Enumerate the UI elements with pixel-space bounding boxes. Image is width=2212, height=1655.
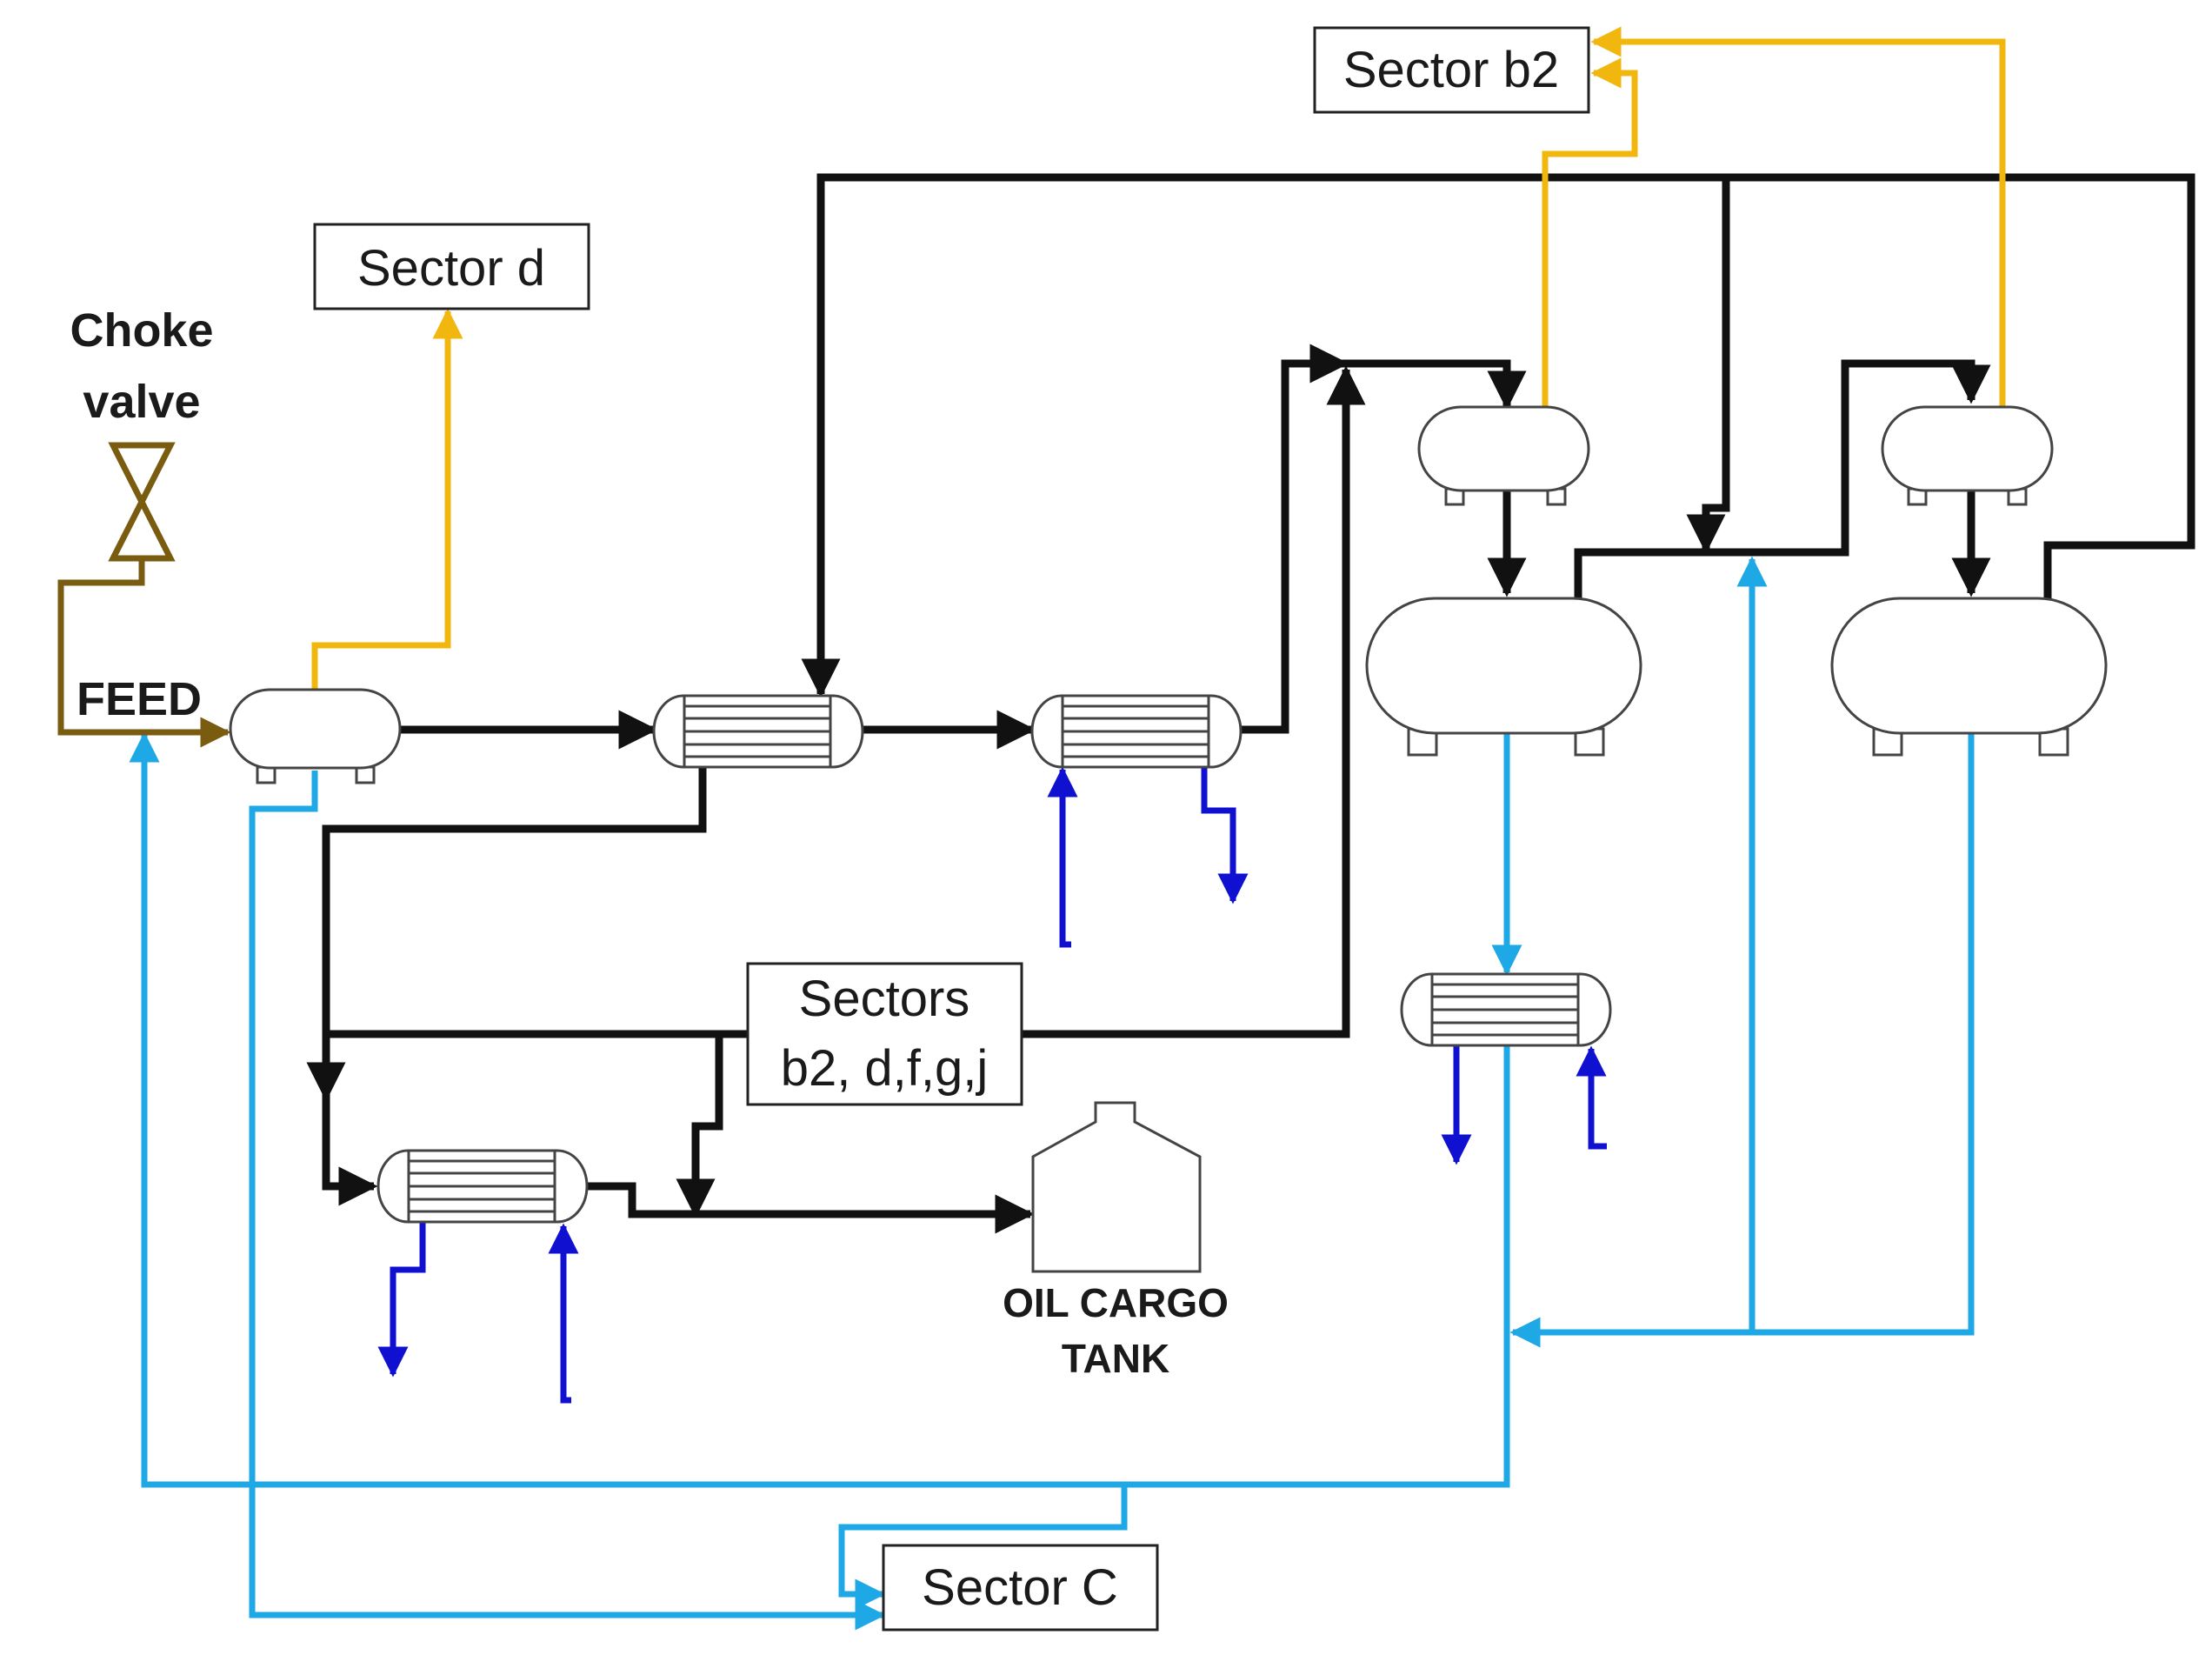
- water-large2-return: [1509, 732, 1975, 1348]
- sector-d-box: Sector d: [313, 223, 590, 310]
- sectors-label-line1: Sectors: [799, 971, 970, 1027]
- gas-sep2-to-sector-b2: [1542, 57, 1638, 409]
- tank-label-line2: TANK: [1062, 1336, 1169, 1381]
- line-large2-recycle-top: [801, 173, 2195, 698]
- tank-label-line1: OIL CARGO: [1003, 1280, 1229, 1325]
- choke-valve-label-line2: valve: [83, 376, 200, 428]
- feed-label: FEED: [77, 673, 202, 725]
- cooling-hx2-in: [1047, 766, 1078, 948]
- line-hx3-to-tank: [587, 1182, 1035, 1234]
- sector-c-label: Sector C: [922, 1559, 1118, 1616]
- sectors-label-line2: b2, d,f,g,j: [781, 1040, 989, 1097]
- line-sectors-right-riser: [1023, 365, 1366, 1038]
- choke-valve-icon: [108, 442, 176, 562]
- line-header-to-sep2: [1339, 359, 1527, 410]
- sector-b2-box: Sector b2: [1313, 26, 1590, 114]
- gas-sep3-to-sector-b2: [1590, 26, 2006, 409]
- large-separator-2: [1830, 597, 2108, 757]
- line-large1-to-sep3: [1574, 359, 1991, 598]
- sector-c-box: Sector C: [882, 1544, 1159, 1632]
- separator-2: [1417, 405, 1590, 506]
- gas-sep1-to-sector-d: [311, 308, 463, 692]
- separator-1: [229, 688, 402, 784]
- cooling-hx2-out: [1201, 767, 1249, 904]
- sector-d-label: Sector d: [357, 240, 545, 297]
- cooling-hx3-out: [377, 1223, 426, 1378]
- feed-line: [57, 558, 231, 748]
- line-hx1-to-hx3: [306, 763, 707, 1102]
- separator-3: [1881, 405, 2054, 506]
- large-separator-1: [1365, 597, 1642, 757]
- choke-valve-label-line1: Choke: [70, 304, 213, 357]
- water-hx4-to-feed-recycle: [129, 731, 1510, 1488]
- cooling-hx3-in: [548, 1223, 579, 1404]
- hydrocarbon-lines: [306, 173, 2195, 1234]
- water-to-sector-c-upper: [838, 1485, 1128, 1610]
- choke-valve: [108, 442, 176, 562]
- cooling-hx4-in: [1576, 1045, 1607, 1150]
- water-lines: [129, 556, 1975, 1631]
- line-hx2-to-sep2-inlet: [1240, 344, 1349, 734]
- oil-cargo-tank: [1031, 1101, 1202, 1273]
- heat-exchanger-2: [1030, 694, 1243, 769]
- water-sep1-to-sector-c: [249, 771, 886, 1631]
- gas-lines: [311, 26, 2006, 692]
- line-top-branch-down: [1686, 177, 1730, 554]
- heat-exchanger-1: [652, 694, 864, 769]
- cooling-lines: [377, 766, 1607, 1404]
- sectors-box: Sectors b2, d,f,g,j: [746, 962, 1023, 1106]
- sector-b2-label: Sector b2: [1343, 42, 1559, 98]
- heat-exchanger-4: [1400, 972, 1612, 1047]
- feed-pipe: [57, 558, 231, 748]
- line-sectors-down: [676, 1034, 723, 1218]
- line-branch-to-hx3: [322, 1085, 378, 1206]
- heat-exchanger-3: [376, 1149, 589, 1224]
